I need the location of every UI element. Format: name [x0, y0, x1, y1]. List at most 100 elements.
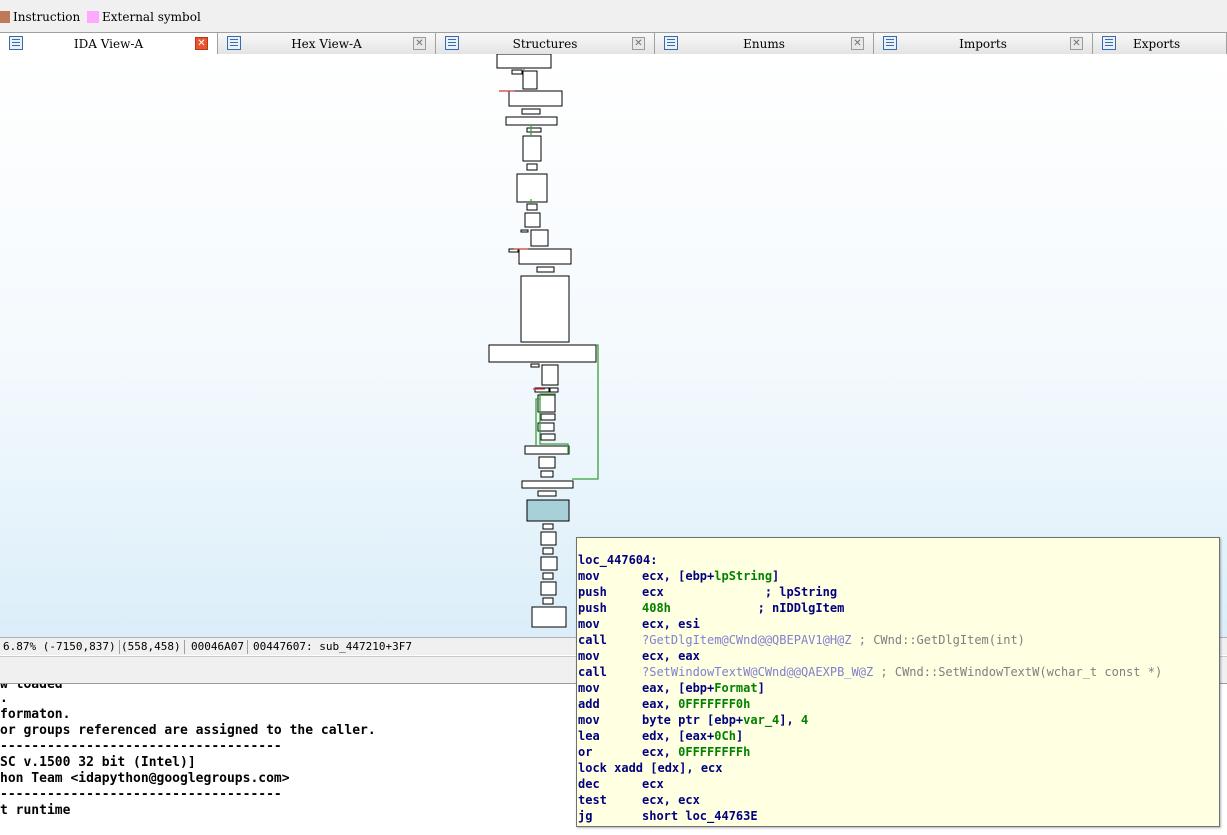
asm-operands: ecx ; lpString: [642, 585, 838, 599]
graph-node: [542, 547, 554, 555]
graph-node: [537, 394, 556, 413]
asm-operands: short loc_44763E: [642, 809, 758, 823]
close-icon[interactable]: ✕: [195, 37, 208, 50]
graph-node: [505, 116, 558, 126]
asm-mnemonic: push: [578, 601, 607, 615]
asm-operands: ecx: [642, 777, 664, 791]
graph-node: [536, 266, 555, 273]
asm-operands: ?SetWindowTextW@CWnd@@QAEXPB_W@Z ; CWnd:…: [642, 665, 1163, 679]
graph-node: [518, 248, 572, 265]
tab-label: Structures: [512, 37, 578, 51]
graph-node: [521, 480, 574, 489]
graph-node: [516, 173, 548, 203]
legend-swatch-instruction: [0, 11, 10, 23]
listing-icon: [9, 36, 23, 50]
graph-node: [530, 363, 540, 368]
tab-ida-view-a[interactable]: IDA View-A ✕: [0, 32, 218, 55]
graph-node: [542, 572, 554, 580]
graph-node: [508, 248, 519, 253]
legend-item-instruction: Instruction: [0, 10, 80, 24]
graph-node: [534, 387, 550, 393]
graph-node: [488, 344, 597, 363]
asm-operands: eax, [ebp+Format]: [642, 681, 765, 695]
graph-node: [540, 433, 556, 441]
asm-mnemonic: or: [578, 745, 593, 759]
asm-operands: byte ptr [ebp+var_4], 4: [642, 713, 809, 727]
graph-edge: [539, 393, 569, 454]
asm-line: lock xadd [edx], ecx: [578, 761, 1218, 777]
output-line: ------------------------------------: [0, 739, 282, 754]
exports-icon: [1102, 36, 1116, 50]
tab-imports[interactable]: Imports ✕: [874, 32, 1093, 54]
tab-enums[interactable]: Enums ✕: [655, 32, 874, 54]
asm-line: or ecx, 0FFFFFFFFh: [578, 745, 1218, 761]
asm-operands: 408h ; nIDDlgItem: [642, 601, 845, 615]
legend-label-external-symbol: External symbol: [102, 10, 201, 24]
close-icon[interactable]: ✕: [632, 37, 645, 50]
asm-mnemonic: mov: [578, 617, 600, 631]
graph-node: [522, 70, 538, 90]
enums-icon: [664, 36, 678, 50]
tab-label: Imports: [959, 37, 1007, 51]
asm-mnemonic: push: [578, 585, 607, 599]
status-file-offset: 00046A07: [188, 640, 248, 654]
graph-node: [496, 54, 552, 69]
asm-line: mov ecx, esi: [578, 617, 1218, 633]
asm-mnemonic: call: [578, 633, 607, 647]
graph-node: [526, 499, 570, 522]
close-icon[interactable]: ✕: [413, 37, 426, 50]
output-line: formaton.: [0, 707, 71, 722]
tab-label: IDA View-A: [73, 37, 144, 51]
asm-line: call ?GetDlgItem@CWnd@@QBEPAV1@H@Z ; CWnd…: [578, 633, 1218, 649]
close-icon[interactable]: ✕: [1070, 37, 1083, 50]
asm-mnemonic: mov: [578, 569, 600, 583]
graph-node: [540, 470, 554, 478]
tab-label: Hex View-A: [291, 37, 362, 51]
tab-structures[interactable]: Structures ✕: [436, 32, 655, 54]
graph-node: [524, 212, 541, 228]
graph-node: [537, 422, 555, 432]
asm-operands: ecx, esi: [642, 617, 700, 631]
imports-icon: [883, 36, 897, 50]
asm-line: mov byte ptr [ebp+var_4], 4: [578, 713, 1218, 729]
asm-mnemonic: mov: [578, 713, 600, 727]
structures-icon: [445, 36, 459, 50]
status-zoom: 6.87% (-7150,837): [0, 640, 120, 654]
asm-line: push ecx ; lpString: [578, 585, 1218, 601]
status-coords: (558,458): [118, 640, 185, 654]
graph-node: [540, 556, 558, 571]
graph-node: [540, 413, 556, 421]
status-location: 00447607: sub_447210+3F7: [253, 640, 412, 653]
asm-line: jg short loc_44763E: [578, 809, 1218, 825]
asm-operands: ecx, eax: [642, 649, 700, 663]
graph-node: [526, 163, 538, 171]
asm-line: call?SetWindowTextW@CWnd@@QAEXPB_W@Z ; C…: [578, 665, 1218, 681]
asm-label: loc_447604:: [578, 553, 658, 567]
close-icon[interactable]: ✕: [851, 37, 864, 50]
output-line: hon Team <idapython@googlegroups.com>: [0, 771, 290, 786]
tab-exports[interactable]: Exports: [1093, 32, 1227, 54]
tab-label: Enums: [743, 37, 785, 51]
tab-hex-view-a[interactable]: Hex View-A ✕: [218, 32, 436, 54]
asm-mnemonic: add: [578, 697, 600, 711]
asm-mnemonic: jg: [578, 809, 593, 823]
control-flow-graph[interactable]: [0, 54, 1227, 637]
graph-node: [549, 387, 559, 393]
asm-operands: ecx, 0FFFFFFFFh: [642, 745, 751, 759]
graph-node: [531, 606, 567, 628]
tab-label: Exports: [1133, 37, 1181, 51]
graph-node: [508, 90, 563, 107]
graph-node: [521, 108, 541, 115]
graph-node: [526, 127, 542, 133]
asm-operands: edx, [eax+0Ch]: [642, 729, 744, 743]
legend-label-instruction: Instruction: [13, 10, 81, 24]
asm-operands: ?GetDlgItem@CWnd@@QBEPAV1@H@Z ; CWnd::Ge…: [642, 633, 1025, 647]
graph-node: [530, 229, 549, 247]
graph-node: [542, 597, 554, 605]
